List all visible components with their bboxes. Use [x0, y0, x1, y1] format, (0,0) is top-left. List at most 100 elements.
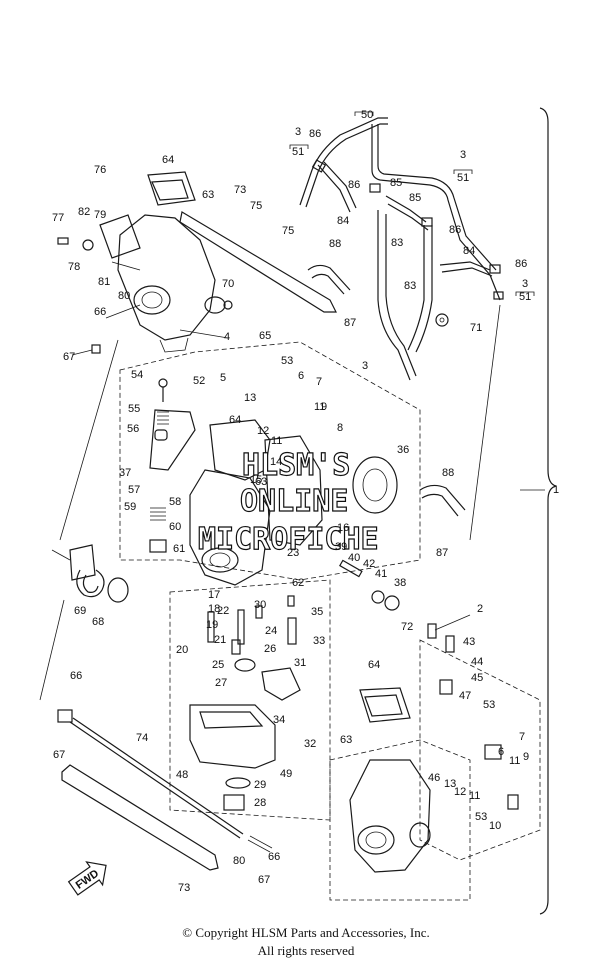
callout-number: 51 — [292, 146, 304, 158]
callout-number: 64 — [229, 414, 241, 426]
callout-number: 15 — [250, 474, 262, 486]
callout-number: 8 — [337, 422, 343, 434]
callout-number: 55 — [128, 403, 140, 415]
callout-number: 52 — [193, 375, 205, 387]
callout-number: 23 — [287, 547, 299, 559]
callout-number: 42 — [363, 558, 375, 570]
small-hardware — [57, 237, 519, 853]
callout-number: 9 — [321, 401, 327, 413]
callout-number: 26 — [264, 643, 276, 655]
callout-number: 9 — [523, 751, 529, 763]
throttle-cam — [69, 544, 129, 603]
callout-number: 66 — [70, 670, 82, 682]
callout-number: 21 — [214, 634, 226, 646]
callout-number: 34 — [273, 714, 285, 726]
callout-number: 28 — [254, 797, 266, 809]
callout-number: 75 — [282, 225, 294, 237]
callout-number: 47 — [459, 690, 471, 702]
callout-number: 77 — [52, 212, 64, 224]
callout-number: 53 — [475, 811, 487, 823]
watermark: HLSM'S ONLINE MICROFICHE — [197, 447, 379, 557]
watermark-line-1: HLSM'S — [242, 448, 350, 483]
callout-number: 66 — [268, 851, 280, 863]
callout-number: 67 — [258, 874, 270, 886]
callout-bracket — [515, 291, 535, 296]
callout-number: 3 — [362, 360, 368, 372]
fwd-arrow: FWD — [67, 861, 107, 896]
callout-number: 19 — [206, 619, 218, 631]
callout-number: 1 — [553, 484, 559, 496]
watermark-line-2: ONLINE — [240, 484, 348, 519]
callout-number: 67 — [63, 351, 75, 363]
callout-number: 87 — [344, 317, 356, 329]
callout-number: 63 — [340, 734, 352, 746]
callout-number: 63 — [255, 476, 267, 488]
callout-number: 82 — [78, 206, 90, 218]
lower-assembly-box — [329, 739, 471, 901]
callout-number: 17 — [208, 589, 220, 601]
callout-number: 83 — [404, 280, 416, 292]
callout-number: 63 — [202, 189, 214, 201]
callout-number: 2 — [477, 603, 483, 615]
callout-number: 32 — [304, 738, 316, 750]
callout-number: 76 — [94, 164, 106, 176]
callout-number: 36 — [397, 444, 409, 456]
long-shaft — [69, 717, 244, 839]
callout-number: 25 — [212, 659, 224, 671]
callout-number: 30 — [254, 599, 266, 611]
callout-number: 69 — [74, 605, 86, 617]
callout-number: 50 — [361, 109, 373, 121]
callout-number: 65 — [259, 330, 271, 342]
callout-number: 70 — [222, 278, 234, 290]
mounting-plate — [61, 764, 219, 871]
callout-number: 43 — [463, 636, 475, 648]
callout-number: 72 — [401, 621, 413, 633]
callout-number: 3 — [295, 126, 301, 138]
callout-number: 85 — [409, 192, 421, 204]
callout-number: 78 — [68, 261, 80, 273]
callout-number: 62 — [292, 577, 304, 589]
callout-number: 64 — [162, 154, 174, 166]
callout-number: 74 — [136, 732, 148, 744]
callout-number: 3 — [522, 278, 528, 290]
callout-number: 68 — [92, 616, 104, 628]
callout-number: 51 — [519, 291, 531, 303]
callout-number: 88 — [442, 467, 454, 479]
callout-number: 73 — [234, 184, 246, 196]
callout-number: 38 — [394, 577, 406, 589]
callout-number: 54 — [131, 369, 143, 381]
footer-rights: All rights reserved — [257, 943, 355, 958]
callout-number: 85 — [390, 177, 402, 189]
callout-number: 29 — [254, 779, 266, 791]
callout-number: 4 — [224, 331, 230, 343]
callout-number: 3 — [460, 149, 466, 161]
callout-number: 60 — [169, 521, 181, 533]
callout-number: 7 — [519, 731, 525, 743]
callout-number: 53 — [483, 699, 495, 711]
carburetor-upper — [99, 171, 226, 353]
carburetor-middle — [149, 409, 398, 586]
callout-number: 11 — [509, 755, 520, 767]
callout-number: 57 — [128, 484, 140, 496]
callout-number: 11 — [314, 401, 325, 413]
callout-number: 88 — [329, 238, 341, 250]
callout-number: 44 — [471, 656, 483, 668]
callout-number: 49 — [280, 768, 292, 780]
callout-number: 64 — [368, 659, 380, 671]
callout-number: 27 — [215, 677, 227, 689]
callout-number: 61 — [173, 543, 185, 555]
callout-number: 18 — [208, 603, 220, 615]
callout-number: 53 — [281, 355, 293, 367]
callout-number: 80 — [233, 855, 245, 867]
callout-number: 56 — [127, 423, 139, 435]
callout-number: 35 — [311, 606, 323, 618]
callout-number: 13 — [444, 778, 456, 790]
callout-number: 14 — [270, 456, 282, 468]
callout-number: 37 — [119, 467, 131, 479]
callout-bracket — [289, 144, 309, 149]
callout-number: 46 — [428, 772, 440, 784]
callout-bracket — [453, 169, 473, 174]
callout-number: 33 — [313, 635, 325, 647]
callout-number: 13 — [244, 392, 256, 404]
